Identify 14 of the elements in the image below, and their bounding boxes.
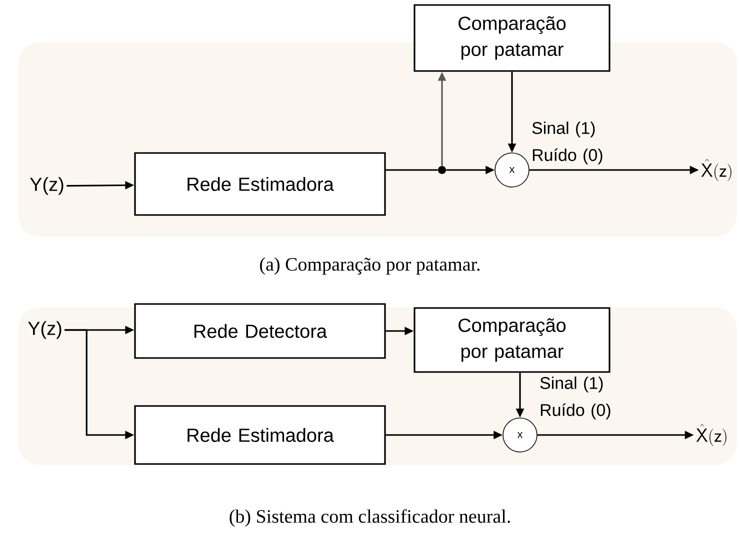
edge-label: Sinal (1) Ruído (0)	[532, 122, 602, 164]
caption: (b) Sistema com classificador neural.	[230, 509, 510, 527]
edge-label: Sinal (1) Ruído (0)	[540, 376, 610, 420]
process-box: Comparação por patamar	[414, 4, 610, 72]
signal-label: $\hat{\mathsf{X}}\mathsf{(z)}$	[696, 424, 726, 446]
process-box: Rede Detectora	[134, 303, 386, 359]
process-box: Rede Estimadora	[134, 405, 386, 465]
signal-label: $\hat{\mathsf{X}}\mathsf{(z)}$	[701, 158, 732, 182]
signal-label: Y(z)	[28, 321, 62, 339]
caption: (a) Comparação por patamar.	[260, 257, 480, 275]
junction-dot	[438, 166, 446, 174]
signal-label: Y(z)	[30, 177, 64, 195]
process-box: Rede Estimadora	[134, 152, 386, 216]
process-box: Comparação por patamar	[414, 307, 610, 373]
